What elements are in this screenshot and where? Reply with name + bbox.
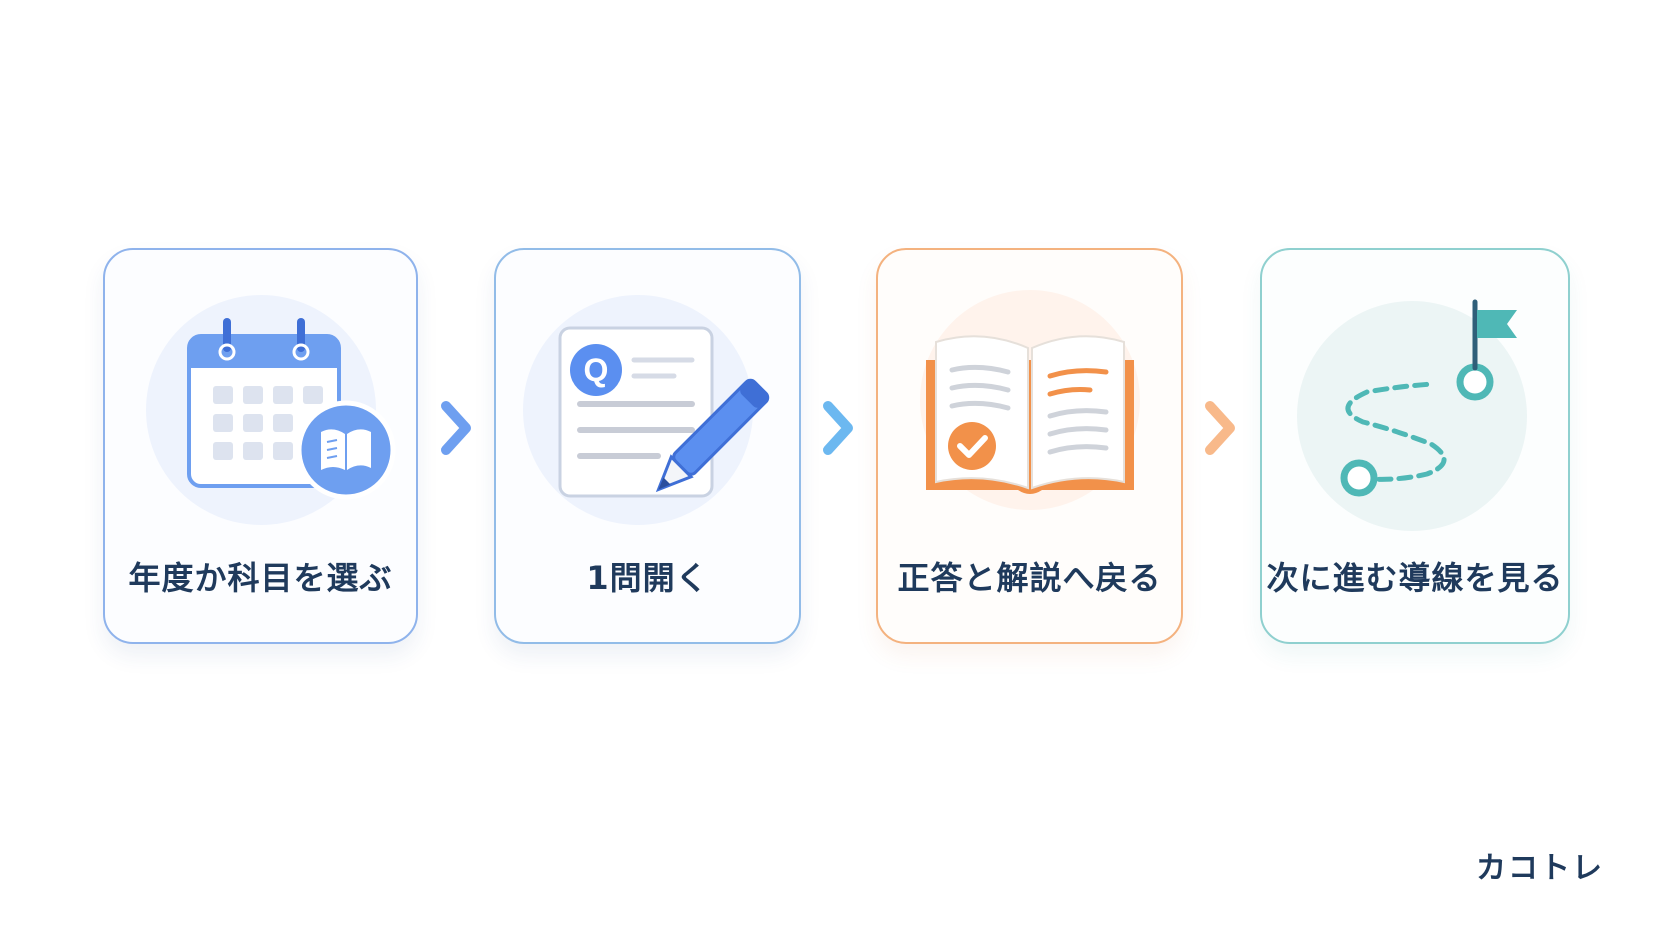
question-sheet-pencil-icon: Q (522, 295, 769, 525)
step-label: 年度か科目を選ぶ (128, 559, 393, 597)
calendar-book-icon (145, 295, 395, 525)
step-label: 次に進む導線を見る (1266, 559, 1564, 597)
chevron-right-icon (441, 401, 471, 455)
chevron-right-icon (1205, 401, 1235, 455)
brand-logo-text: カコトレ (1476, 851, 1604, 886)
step-card-open-question: Q 1問開く (494, 248, 801, 644)
step-card-answer-explanation: 正答と解説へ戻る (876, 248, 1183, 644)
step-label: 正答と解説へ戻る (897, 559, 1162, 597)
route-flag-icon (1297, 299, 1527, 531)
step-card-next-navigation: 次に進む導線を見る (1260, 248, 1570, 644)
step-card-select-year-subject: 年度か科目を選ぶ (103, 248, 418, 644)
chevron-right-icon (823, 401, 853, 455)
step-label: 1問開く (586, 559, 709, 597)
question-badge: Q (583, 352, 608, 388)
open-book-check-icon (919, 290, 1140, 510)
